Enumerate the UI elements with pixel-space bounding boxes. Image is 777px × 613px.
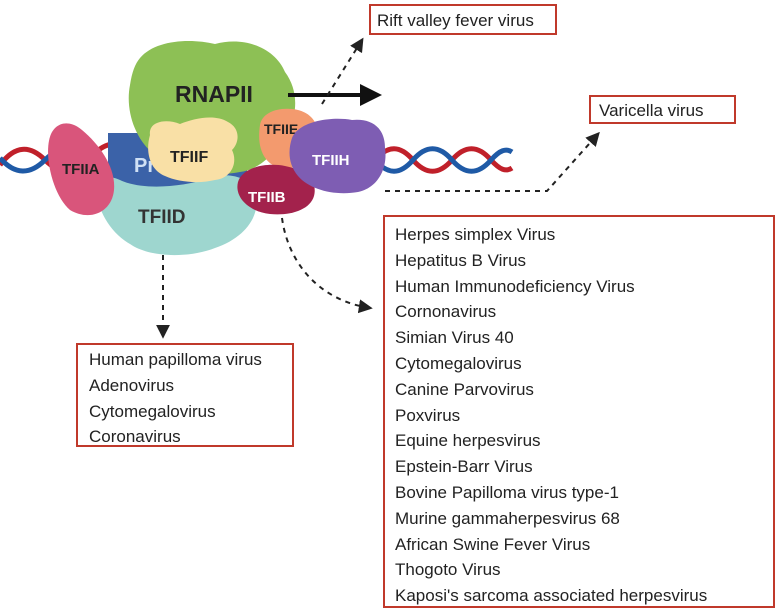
virus-item: Human Immunodeficiency Virus — [395, 276, 635, 296]
tfiie-label: TFIIE — [264, 121, 298, 137]
tfiih-protein: TFIIH — [289, 118, 386, 194]
virus-item: Herpes simplex Virus — [395, 225, 556, 244]
virus-item: Cytomegalovirus — [89, 401, 216, 421]
virus-item: Thogoto Virus — [395, 560, 501, 580]
promoter-label: Pr — [134, 155, 155, 177]
virus-item: Poxvirus — [395, 405, 461, 425]
connector-tfiib-to-list — [281, 217, 373, 314]
virus-item: Coronavirus — [89, 427, 181, 447]
virus-item: Bovine Papilloma virus type-1 — [395, 482, 619, 502]
virus-item: Epstein-Barr Virus — [395, 457, 533, 477]
connector-tfiih-to-varicella — [385, 131, 600, 192]
virus-item: Equine herpesvirus — [395, 431, 541, 451]
virus-item: Cornonavirus — [395, 302, 497, 322]
tfiid-label: TFIID — [138, 207, 186, 228]
rnapii-label: RNAPII — [175, 81, 253, 107]
tfiia-label: TFIIA — [62, 161, 100, 178]
tfiif-label: TFIIF — [170, 149, 208, 166]
tfiib-label: TFIIB — [248, 189, 286, 206]
tfiib-virus-box: Herpes simplex Virus Hepatitus B Virus H… — [383, 215, 775, 608]
tfiif-protein: TFIIF — [148, 117, 238, 183]
virus-item: African Swine Fever Virus — [395, 534, 591, 554]
tfiid-virus-box: Human papilloma virus Adenovirus Cytomeg… — [76, 343, 294, 447]
virus-item: Rift valley fever virus — [377, 11, 534, 30]
transcription-direction-arrow — [288, 84, 382, 106]
connector-tfiie-to-rift — [321, 37, 364, 105]
tfiih-virus-box: Varicella virus — [589, 95, 736, 124]
tfiia-protein: TFIIA — [48, 123, 115, 216]
virus-item: Canine Parvovirus — [395, 379, 534, 399]
virus-item: Adenovirus — [89, 375, 175, 395]
virus-item: Simian Virus 40 — [395, 328, 514, 348]
virus-item: Kaposi's sarcoma associated herpesvirus — [395, 586, 708, 606]
tfiie-virus-box: Rift valley fever virus — [369, 4, 557, 35]
virus-item: Murine gammaherpesvirus 68 — [395, 508, 620, 528]
tfiih-label: TFIIH — [312, 152, 350, 169]
virus-item: Hepatitus B Virus — [395, 250, 527, 270]
virus-item: Human papilloma virus — [89, 350, 262, 369]
tfiid-protein: TFIID — [96, 175, 257, 256]
virus-item: Varicella virus — [599, 101, 704, 120]
tfiib-protein: TFIIB — [237, 164, 315, 215]
dna-strand-blue-right — [373, 146, 514, 174]
virus-item: Cytomegalovirus — [395, 353, 522, 373]
